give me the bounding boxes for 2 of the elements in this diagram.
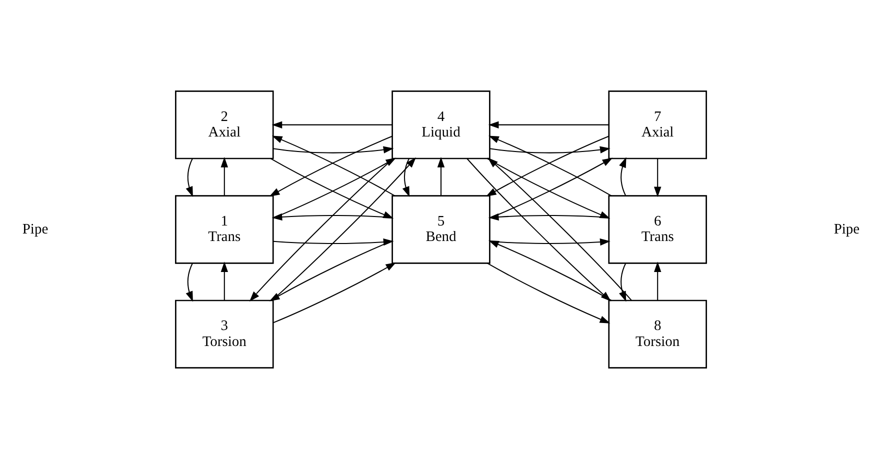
label: Pipe xyxy=(22,221,48,238)
label: Pipe xyxy=(833,221,860,238)
